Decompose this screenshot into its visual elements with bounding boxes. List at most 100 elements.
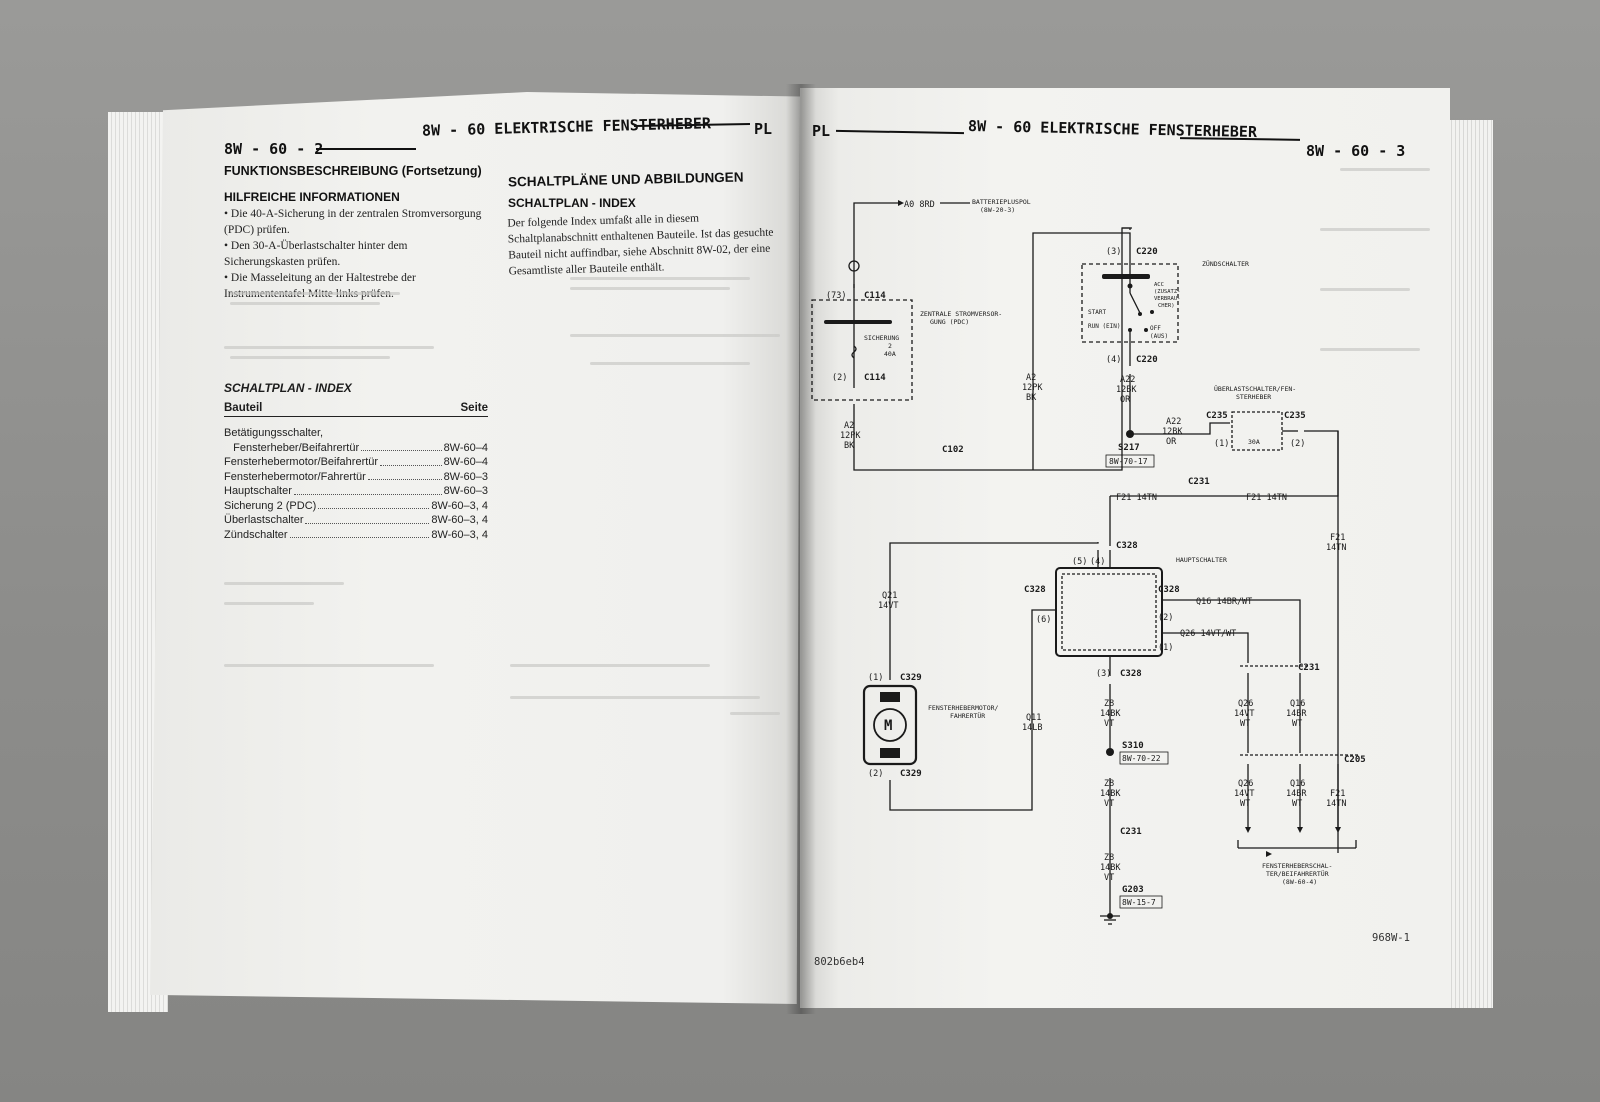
right-page: PL 8W - 60 ELEKTRISCHE FENSTERHEBER 8W -… <box>800 88 1450 1008</box>
wire-label: VT <box>1104 799 1114 809</box>
bleed-through <box>224 664 434 667</box>
fuse-label: SICHERUNG <box>864 334 899 342</box>
connector-c329: C329 <box>900 673 922 683</box>
left-page-number: 8W - 60 - 2 <box>224 140 324 158</box>
page-stack-right <box>1448 120 1493 1008</box>
destination-label: FENSTERHEBERSCHAL- <box>1262 862 1332 870</box>
bleed-through <box>570 287 730 290</box>
wire-label: 12BK <box>1116 385 1137 395</box>
wire-label: WT <box>1292 719 1302 729</box>
connector-c328: C328 <box>1024 585 1046 595</box>
index-header: Bauteil Seite <box>224 402 488 417</box>
wire-label: 14TN <box>1326 799 1346 809</box>
wire-label: 14BK <box>1100 789 1121 799</box>
help-list: • Die 40-A-Sicherung in der zentralen St… <box>224 206 488 302</box>
pin-label: (2) <box>1158 613 1173 623</box>
ignition-pos: VERBRAU- <box>1154 296 1181 302</box>
index-row: Betätigungsschalter, <box>224 427 324 439</box>
connector-c328: C328 <box>1158 585 1180 595</box>
header-rule <box>316 148 416 150</box>
bleed-through <box>1320 288 1410 291</box>
index-col-component: Bauteil <box>224 402 263 414</box>
index-col-page: Seite <box>460 402 489 414</box>
ground-ref: 8W-15-7 <box>1122 898 1156 907</box>
wire-label: OR <box>1120 395 1131 405</box>
wire-label: Q26 14VT/WT <box>1180 629 1236 639</box>
bleed-through <box>230 292 400 295</box>
bleed-through <box>510 696 760 699</box>
overload-amp: 30A <box>1248 438 1260 446</box>
connector-c231: C231 <box>1188 477 1210 487</box>
pdc-box <box>811 299 913 401</box>
wire-label: Q26 <box>1238 779 1253 789</box>
bleed-through <box>510 664 710 667</box>
wire-label: Q16 <box>1290 779 1305 789</box>
help-item: • Die 40-A-Sicherung in der zentralen St… <box>224 208 482 236</box>
wire-label: WT <box>1292 799 1302 809</box>
wire-label: A22 <box>1166 417 1181 427</box>
wire-label: 12BK <box>1162 427 1183 437</box>
bleed-through <box>1320 348 1420 351</box>
diagrams-text: Der folgende Index umfaßt alle in diesem… <box>507 212 774 278</box>
motor-box <box>862 684 918 766</box>
footer-code: 802b6eb4 <box>814 956 865 968</box>
ignition-pos: ACC <box>1154 282 1164 288</box>
wire-label: 14VT <box>1234 789 1254 799</box>
splice-ref: 8W-70-17 <box>1109 457 1148 466</box>
ignition-pos: CHER) <box>1158 303 1175 309</box>
wire-label: VT <box>1104 873 1114 883</box>
overload-label: STERHEBER <box>1236 393 1271 401</box>
wire-label: Q16 14BR/WT <box>1196 597 1252 607</box>
wire-label: 14BK <box>1100 709 1121 719</box>
connector-c205: C205 <box>1344 755 1366 765</box>
wire-label: BK <box>1026 393 1037 403</box>
connector-c235: C235 <box>1284 411 1306 421</box>
splice-ref: 8W-70-22 <box>1122 754 1161 763</box>
wire-label: 14BR <box>1286 709 1307 719</box>
help-item: • Den 30-A-Überlastschalter hinter dem S… <box>224 240 408 268</box>
wire-label: VT <box>1104 719 1114 729</box>
bleed-through <box>1320 228 1430 231</box>
help-item: • Die Masseleitung an der Haltestrebe de… <box>224 272 416 300</box>
connector-c114: C114 <box>864 373 886 383</box>
wire-label: F21 <box>1330 789 1345 799</box>
connector-c328: C328 <box>1120 669 1142 679</box>
wire-label: 12PK <box>840 431 861 441</box>
wire-label: F21 14TN <box>1116 493 1157 503</box>
wire-label: 14LB <box>1022 723 1042 733</box>
left-page: 8W - 60 - 2 8W - 60 ELEKTRISCHE FENSTERH… <box>150 92 800 1004</box>
right-header-code: PL <box>812 122 831 140</box>
wire-label: OR <box>1166 437 1177 447</box>
section-title: FUNKTIONSBESCHREIBUNG (Fortsetzung) <box>224 164 482 178</box>
ground-g203: G203 <box>1122 885 1144 895</box>
pin-label: (5) <box>1072 557 1087 567</box>
wire-label: 14BK <box>1100 863 1121 873</box>
wire-label: Q11 <box>1026 713 1041 723</box>
diagrams-title: SCHALTPLÄNE UND ABBILDUNGEN <box>507 169 744 190</box>
wire-label: Z8 <box>1104 699 1114 709</box>
connector-c102: C102 <box>942 445 964 455</box>
ring-terminal <box>848 260 860 272</box>
wire-label: WT <box>1240 799 1250 809</box>
ignition-pos: START <box>1088 309 1106 316</box>
fuse-amp: 40A <box>884 350 896 358</box>
left-header-code: PL <box>754 120 773 138</box>
bleed-through <box>570 277 750 280</box>
index-list: Betätigungsschalter, Fensterheber/Beifah… <box>224 426 488 542</box>
wire-label: BK <box>844 441 855 451</box>
pin-label: (3) <box>1096 669 1111 679</box>
connector-c231: C231 <box>1120 827 1142 837</box>
pin-label: (1) <box>1214 439 1229 449</box>
connector-c329: C329 <box>900 769 922 779</box>
ignition-switch-box <box>1081 263 1179 343</box>
pin-label: (6) <box>1036 615 1051 625</box>
ignition-pos: (AUS) <box>1150 333 1168 340</box>
connector-c231: C231 <box>1298 663 1320 673</box>
pin-label: (3) <box>1106 247 1121 257</box>
wire-label: 14TN <box>1326 543 1346 553</box>
